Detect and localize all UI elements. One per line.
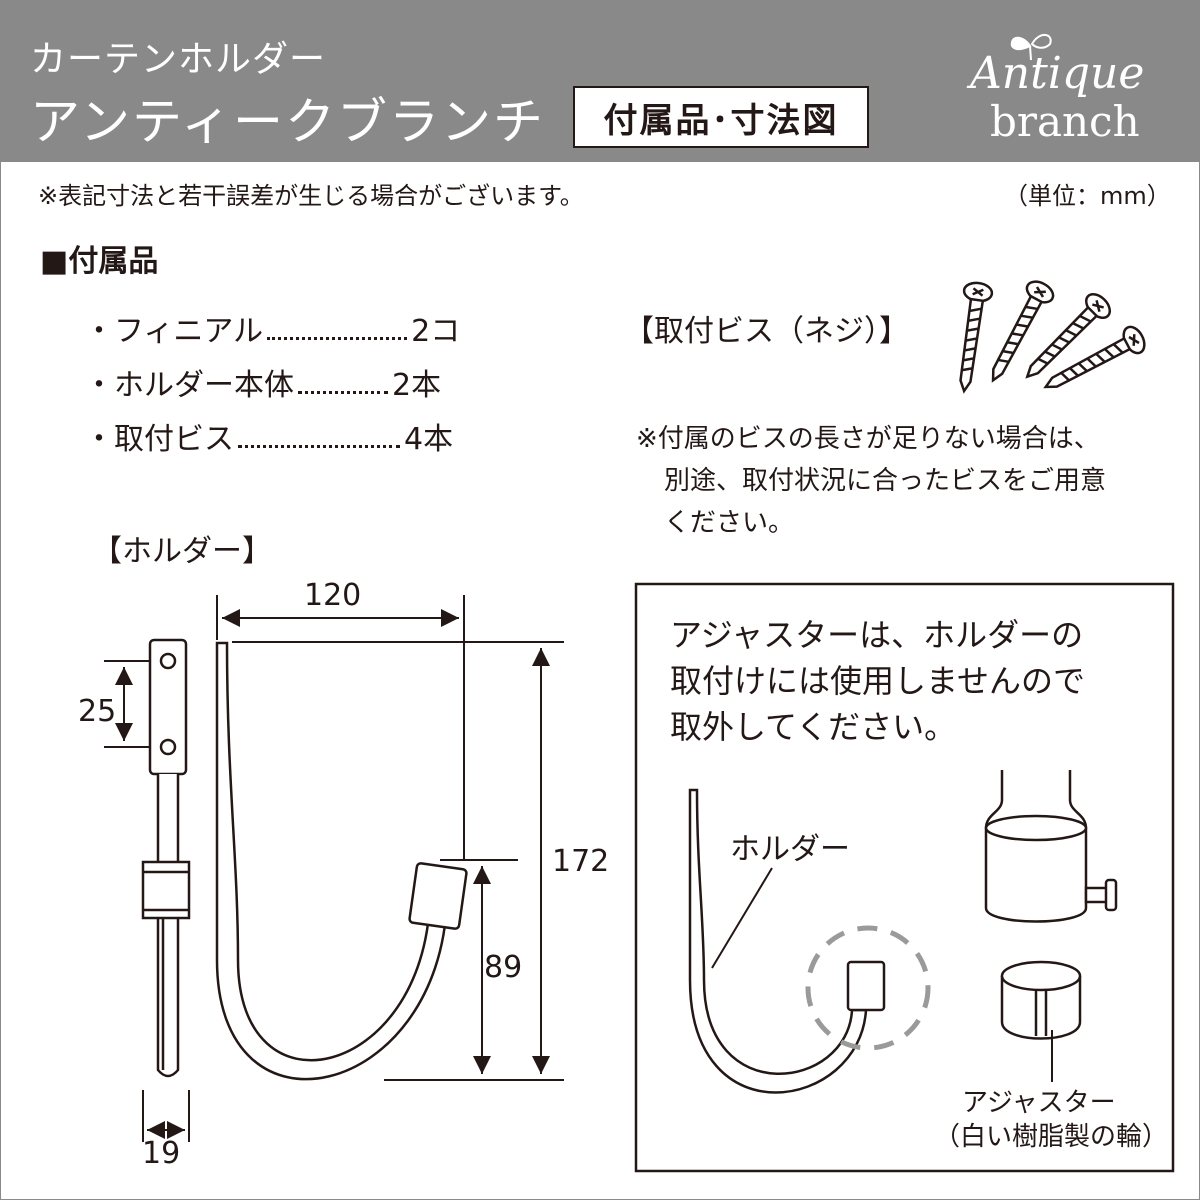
- adjuster-note-line: 取付けには使用しませんので: [670, 662, 1086, 700]
- accessory-item: ・取付ビス 4本: [84, 414, 453, 458]
- accessory-name: ・ホルダー本体: [84, 368, 294, 403]
- holder-callout-label: ホルダー: [730, 832, 850, 867]
- screw-note-line: ※付属のビスの長さが足りない場合は、: [636, 424, 1100, 454]
- accessory-item: ・ホルダー本体 2本: [84, 360, 441, 404]
- adjuster-note: アジャスターは、ホルダーの 取付けには使用しませんので 取外してください。: [670, 612, 1085, 750]
- screw-note-line: 別途、取付状況に合ったビスをご用意: [664, 466, 1107, 496]
- accessory-name: ・取付ビス: [84, 422, 234, 457]
- screw-note-line: ください。: [664, 508, 795, 538]
- product-title: アンティークブランチ: [30, 93, 545, 151]
- accessory-qty: 2本: [392, 368, 442, 403]
- leader-dots: [238, 433, 400, 448]
- brand-logo: Antique branch: [966, 34, 1144, 146]
- dim-height-172: 172: [552, 844, 610, 879]
- screw-label: 【取付ビス（ネジ）】: [624, 314, 909, 349]
- holder-heading: 【ホルダー】: [92, 534, 272, 569]
- dim-rod-19: 19: [142, 1136, 181, 1171]
- leader-dots: [298, 379, 388, 394]
- adjuster-note-line: 取外してください。: [670, 708, 957, 746]
- accessories-heading: ■付属品: [40, 244, 159, 279]
- dim-inner-89: 89: [484, 950, 523, 985]
- accessory-qty: 2コ: [411, 314, 461, 349]
- dim-hole-pitch-25: 25: [78, 694, 117, 729]
- accessory-item: ・フィニアル 2コ: [84, 306, 460, 350]
- accessory-qty: 4本: [404, 422, 454, 457]
- header-bar: カーテンホルダー アンティークブランチ 付属品･寸法図 Antique bran…: [0, 0, 1200, 162]
- tolerance-note: ※表記寸法と若干誤差が生じる場合がございます。: [38, 182, 584, 210]
- dim-width-120: 120: [304, 578, 362, 613]
- logo-line1: Antique: [966, 48, 1144, 99]
- product-subtitle: カーテンホルダー: [30, 39, 327, 80]
- accessory-name: ・フィニアル: [84, 314, 264, 349]
- section-badge: 付属品･寸法図: [573, 86, 869, 148]
- adjuster-callout-sub: （白い樹脂製の輪）: [934, 1122, 1169, 1152]
- leader-dots: [267, 325, 408, 340]
- adjuster-note-line: アジャスターは、ホルダーの: [670, 616, 1084, 654]
- adjuster-callout-label: アジャスター: [962, 1088, 1116, 1118]
- unit-note: （単位：mm）: [1004, 182, 1171, 210]
- logo-line2: branch: [990, 97, 1140, 146]
